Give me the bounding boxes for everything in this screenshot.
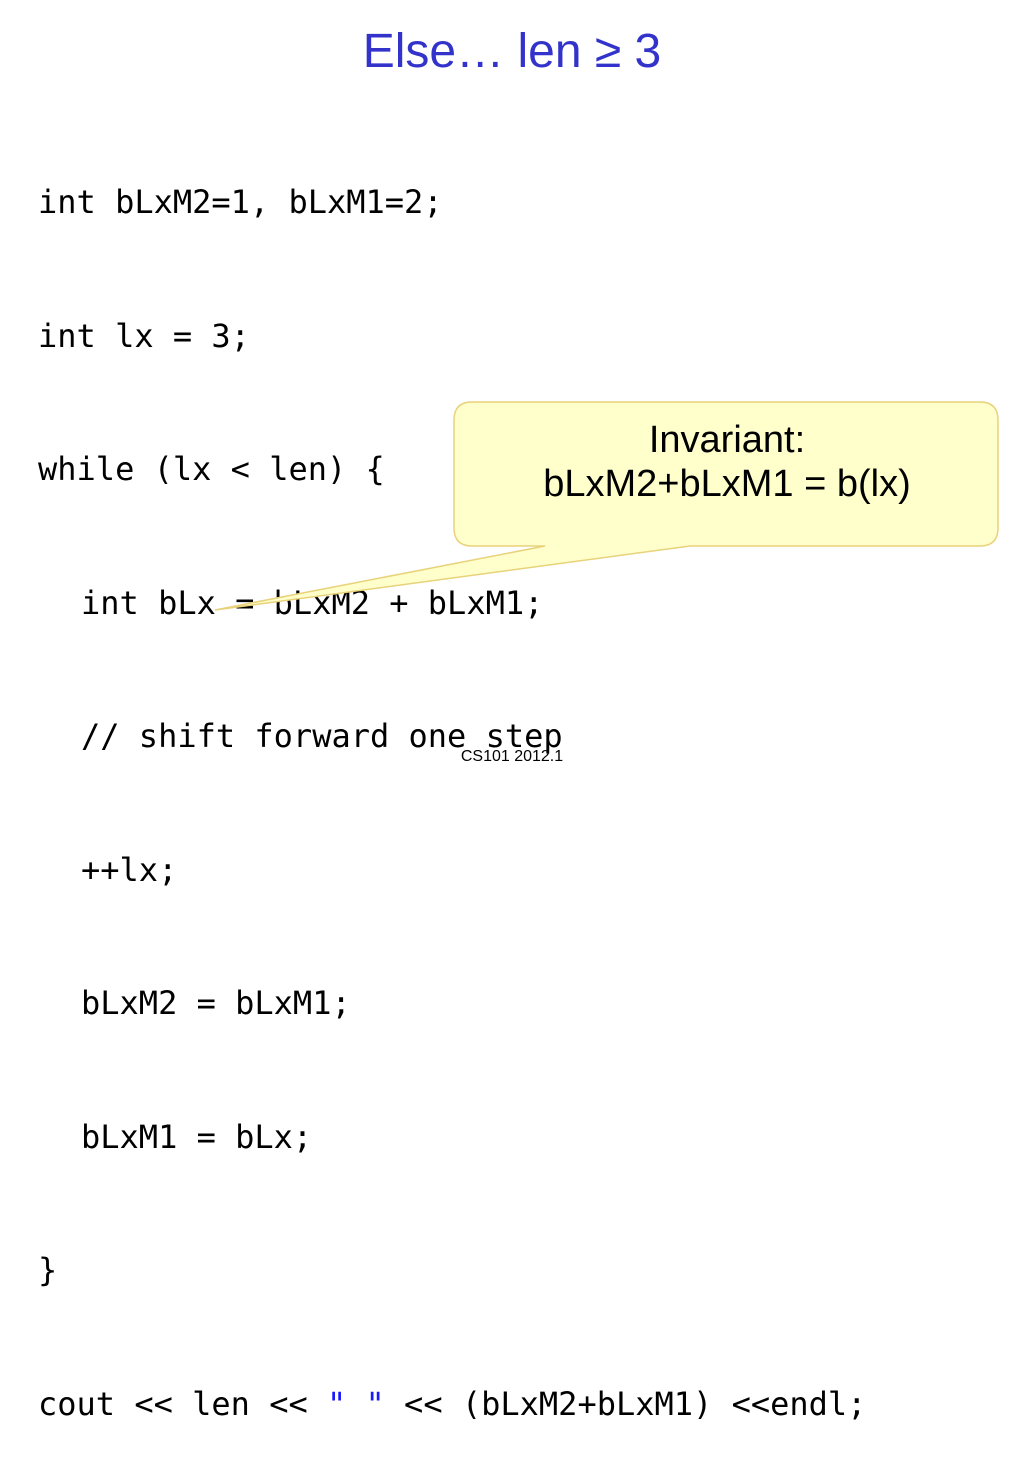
code-line-6: ++lx;	[81, 850, 178, 889]
code-line-2: int lx = 3;	[38, 316, 250, 355]
string-literal: " "	[326, 1384, 385, 1423]
callout-bubble	[214, 401, 999, 611]
callout-line-2: bLxM2+bLxM1 = b(lx)	[543, 463, 911, 505]
code-line-10: cout << len << " " << (bLxM2+bLxM1) <<en…	[38, 1376, 866, 1434]
code-line-9: }	[38, 1251, 58, 1289]
code-line-3: while (lx < len) {	[38, 450, 385, 488]
callout-shape	[214, 401, 999, 611]
slide-title: Else… len ≥ 3	[362, 25, 662, 78]
code-line-5: // shift forward one step	[81, 717, 563, 755]
callout-line-1: Invariant:	[648, 419, 806, 461]
code-line-8: bLxM1 = bLx;	[81, 1117, 313, 1156]
code-line-10-start: cout << len <<	[38, 1384, 327, 1423]
slide-footer: CS101 2012.1	[460, 748, 564, 765]
code-line-1: int bLxM2=1, bLxM1=2;	[38, 183, 443, 221]
code-line-7: bLxM2 = bLxM1;	[81, 984, 351, 1022]
callout-text: Invariant: bLxM2+bLxM1 = b(lx)	[457, 418, 997, 506]
code-line-10-end: << (bLxM2+bLxM1) <<endl;	[384, 1384, 867, 1423]
